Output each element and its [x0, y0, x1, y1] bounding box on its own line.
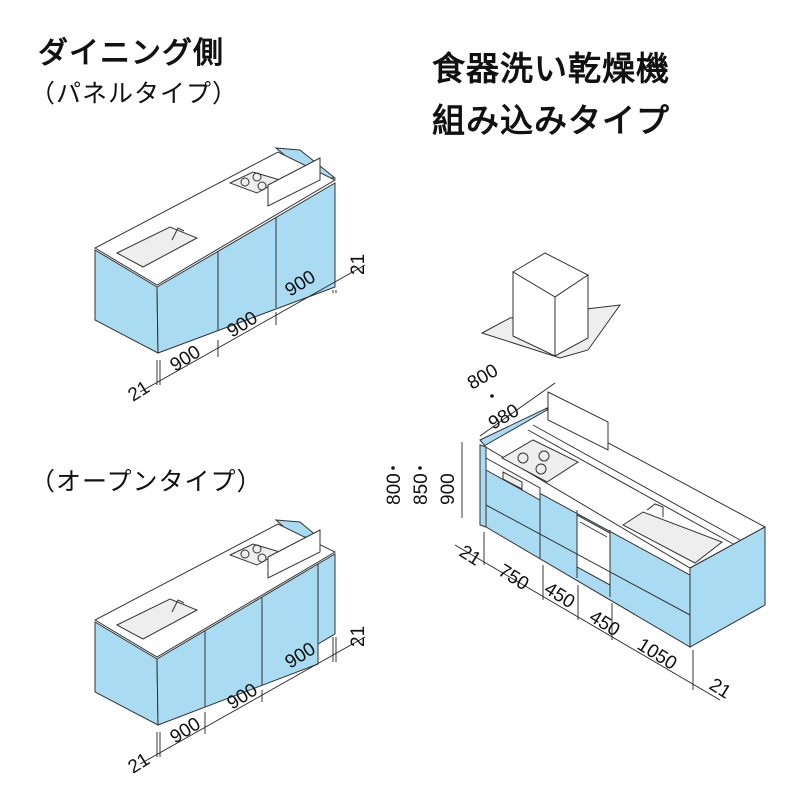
dim-height-1: 800: [384, 473, 405, 505]
title-dining-side: ダイニング側: [38, 36, 224, 71]
right-side-panel: [317, 553, 336, 645]
dim-left-end: 21: [125, 749, 154, 778]
dim-depth-1: 800: [464, 360, 502, 394]
faucet: [646, 503, 664, 517]
separator-dot: [490, 394, 494, 398]
panel-type-kitchen: 21 900 900 900 21: [93, 147, 369, 406]
title-dishwasher-line1: 食器洗い乾燥機: [432, 49, 670, 88]
dim-width-1: 750: [494, 560, 532, 595]
dishwasher-type-kitchen: 800 980 800 850 900 21 750 450 450: [384, 252, 767, 703]
dim-right-end: 21: [348, 254, 369, 275]
faucet: [171, 227, 185, 241]
guard-panel: [547, 391, 609, 451]
open-type-kitchen: 21 900 900 900 21: [93, 519, 369, 778]
dim-height-3: 900: [438, 473, 459, 505]
front-doors: [156, 182, 336, 354]
dim-height-2: 850: [411, 473, 432, 505]
dim-right-end: 21: [705, 674, 734, 703]
dim-width-4: 1050: [633, 634, 680, 674]
display: [502, 471, 523, 490]
right-side-panel: [689, 526, 766, 648]
guard-panel: [267, 529, 321, 579]
hob: [500, 439, 580, 483]
dim-width-3: 450: [585, 606, 623, 641]
title-open-type: （オープンタイプ）: [30, 467, 263, 496]
left-side-panel: [479, 444, 487, 528]
dim-left-end: 21: [455, 541, 484, 570]
guard-panel: [267, 157, 321, 207]
dim-left-end: 21: [125, 377, 154, 406]
sink: [622, 511, 724, 564]
sink: [115, 226, 199, 268]
hood-duct-side: [554, 274, 589, 357]
dim-right-end: 21: [348, 626, 369, 647]
title-panel-type: （パネルタイプ）: [30, 79, 239, 108]
sink: [115, 598, 199, 640]
dim-width-2: 450: [540, 578, 578, 613]
title-dishwasher-line2: 組み込みタイプ: [432, 101, 670, 140]
